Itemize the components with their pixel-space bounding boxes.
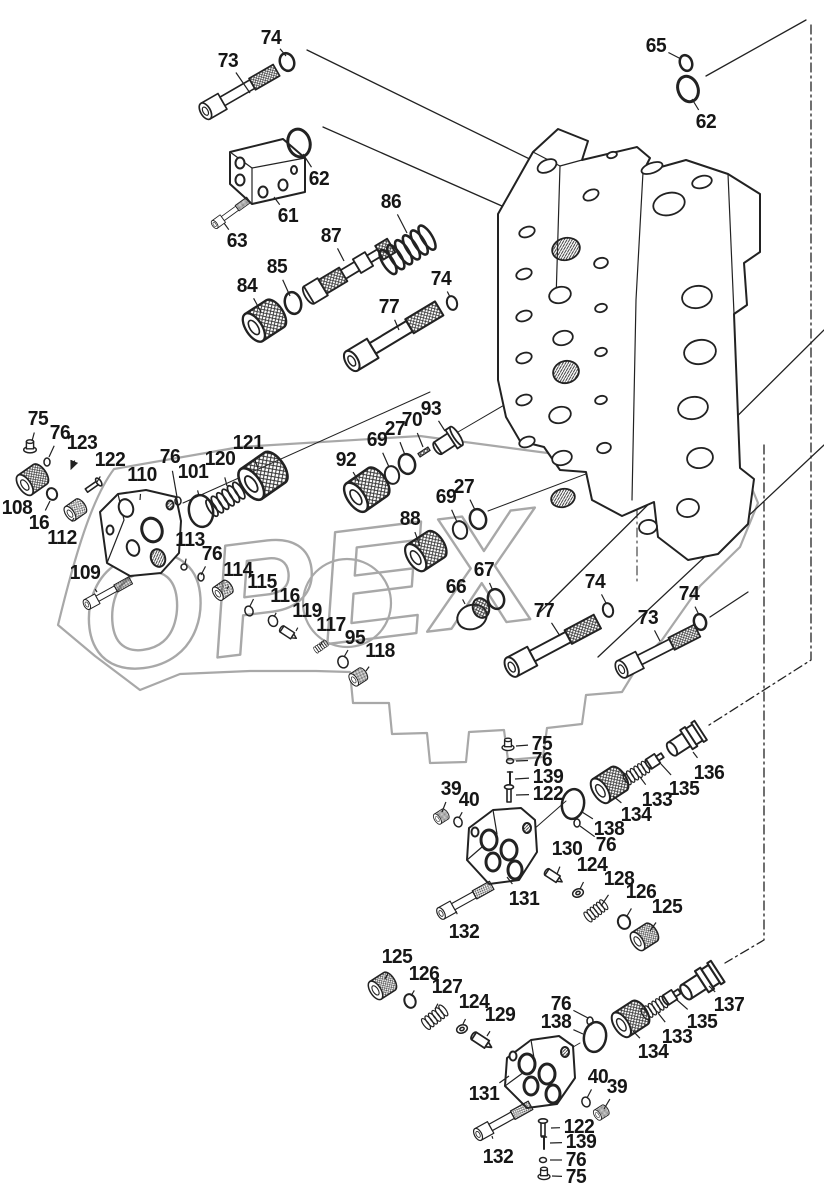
bolt-132	[434, 879, 496, 922]
bolt-73	[195, 61, 282, 123]
nut-75c	[537, 1166, 551, 1181]
block-131b	[504, 1035, 576, 1109]
o-ring-126	[616, 914, 632, 930]
o-ring-76f	[586, 1016, 594, 1026]
plug-39b	[591, 1103, 612, 1123]
block-110	[99, 489, 182, 577]
o-ring-85	[283, 290, 303, 316]
o-ring-126b	[403, 993, 417, 1009]
section-line	[705, 24, 812, 728]
pin-139b	[540, 1136, 548, 1150]
o-ring-69	[383, 465, 401, 485]
o-ring-74c	[601, 602, 615, 618]
valve-body	[497, 128, 761, 561]
o-ring-138b	[582, 1020, 608, 1054]
pin-70	[417, 446, 431, 458]
sleeve-93	[432, 425, 464, 456]
spool-87	[301, 237, 397, 305]
plug-121	[232, 446, 294, 506]
o-ring-74	[278, 51, 296, 73]
plug-39	[431, 807, 452, 827]
o-ring-62b	[676, 74, 700, 104]
plug-125b	[364, 968, 401, 1003]
poppet-135b	[660, 985, 684, 1007]
o-ring-40b	[581, 1096, 591, 1108]
fitting-122c	[537, 1118, 549, 1137]
plug-137	[674, 959, 726, 1006]
o-ring-74b	[445, 295, 459, 311]
watermark-gear-outline	[56, 434, 760, 765]
screw-113	[180, 563, 188, 571]
o-ring-76e	[573, 818, 581, 828]
poppet-135	[643, 749, 667, 771]
cover-plate-61	[229, 138, 306, 205]
o-ring-76g	[538, 1156, 548, 1164]
o-ring-65	[678, 53, 694, 73]
nut-75	[22, 439, 38, 454]
fitting-122b	[503, 783, 515, 803]
plug-136	[661, 719, 708, 762]
washer-124	[570, 886, 586, 900]
o-ring-138	[560, 787, 586, 821]
o-ring-95	[337, 655, 349, 669]
bolt-63	[209, 195, 252, 231]
spring-128	[581, 898, 610, 924]
o-ring-40	[453, 816, 463, 828]
plug-66	[456, 597, 491, 631]
o-ring-116	[267, 614, 279, 628]
o-ring-76	[43, 457, 51, 467]
o-ring-115	[244, 605, 254, 617]
plug-84	[237, 294, 292, 347]
section-line	[724, 444, 765, 964]
o-ring-76d	[505, 757, 515, 765]
bolt-132b	[471, 1098, 535, 1143]
plug-125	[626, 919, 663, 954]
o-ring-69b	[451, 520, 469, 540]
pin-129	[468, 1030, 495, 1052]
watermark-gear-hub	[301, 557, 393, 649]
spring-127	[419, 1003, 450, 1032]
pin-130	[542, 867, 565, 886]
o-ring-27	[397, 452, 417, 476]
pin-139	[506, 771, 514, 785]
block-131	[466, 807, 538, 885]
bolt-77	[339, 297, 446, 375]
o-ring-16	[45, 487, 59, 501]
washer-124b	[454, 1022, 470, 1036]
cap-134	[585, 762, 634, 808]
nut-75b	[501, 737, 515, 752]
plug-112	[61, 496, 90, 524]
o-ring-76b	[174, 496, 182, 506]
